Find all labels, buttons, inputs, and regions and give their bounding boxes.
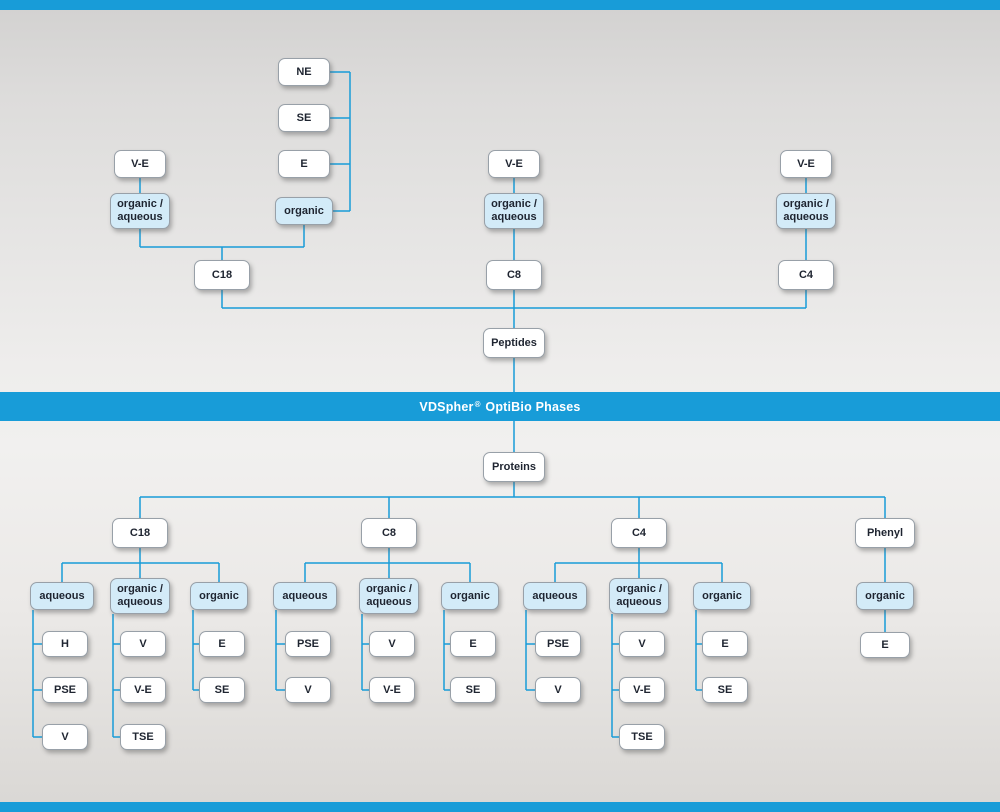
node-v2-c4: V	[619, 631, 665, 657]
node-se-c4: SE	[702, 677, 748, 703]
node-e-c18: E	[199, 631, 245, 657]
node-peptides: Peptides	[483, 328, 545, 358]
node-organic-c8: organic	[441, 582, 499, 610]
node-aqueous-c8: aqueous	[273, 582, 337, 610]
node-ve-left: V-E	[114, 150, 166, 178]
node-organic-phenyl: organic	[856, 582, 914, 610]
node-aqueous-c4: aqueous	[523, 582, 587, 610]
node-aqueous-c18: aqueous	[30, 582, 94, 610]
node-se: SE	[278, 104, 330, 132]
bottom-accent-strip	[0, 802, 1000, 812]
node-organic-aqueous-left: organic / aqueous	[110, 193, 170, 229]
top-accent-strip	[0, 0, 1000, 10]
banner-suffix: OptiBio Phases	[481, 399, 581, 414]
node-ve-c18: V-E	[120, 677, 166, 703]
node-organic-aqueous-c18: organic / aqueous	[110, 578, 170, 614]
registered-mark: ®	[474, 399, 481, 409]
node-organic-c18: organic	[190, 582, 248, 610]
node-v2-c18: V	[120, 631, 166, 657]
banner-title: VDSpher® OptiBio Phases	[419, 400, 580, 414]
connector-path	[32, 71, 886, 738]
node-organic-aqueous-c8: organic / aqueous	[359, 578, 419, 614]
node-pse-c18: PSE	[42, 677, 88, 703]
node-c18-top: C18	[194, 260, 250, 290]
node-organic-top: organic	[275, 197, 333, 225]
node-c18-bottom: C18	[112, 518, 168, 548]
node-c8-top: C8	[486, 260, 542, 290]
node-proteins: Proteins	[483, 452, 545, 482]
node-se-c18: SE	[199, 677, 245, 703]
node-organic-aqueous-right: organic / aqueous	[776, 193, 836, 229]
node-e-c4: E	[702, 631, 748, 657]
node-organic-aqueous-mid: organic / aqueous	[484, 193, 544, 229]
node-v-c18: V	[42, 724, 88, 750]
node-phenyl: Phenyl	[855, 518, 915, 548]
banner-brand: VDSpher	[419, 399, 474, 414]
node-tse-c4: TSE	[619, 724, 665, 750]
node-ve-c8: V-E	[369, 677, 415, 703]
node-c4-bottom: C4	[611, 518, 667, 548]
node-ve-right: V-E	[780, 150, 832, 178]
node-e-c8: E	[450, 631, 496, 657]
node-se-c8: SE	[450, 677, 496, 703]
node-c4-top: C4	[778, 260, 834, 290]
node-organic-c4: organic	[693, 582, 751, 610]
node-e-phenyl: E	[860, 632, 910, 658]
node-ve-mid: V-E	[488, 150, 540, 178]
node-e-top: E	[278, 150, 330, 178]
node-organic-aqueous-c4: organic / aqueous	[609, 578, 669, 614]
node-ne: NE	[278, 58, 330, 86]
node-c8-bottom: C8	[361, 518, 417, 548]
node-pse-c4: PSE	[535, 631, 581, 657]
banner: VDSpher® OptiBio Phases	[0, 392, 1000, 421]
node-v-c4: V	[535, 677, 581, 703]
node-pse-c8: PSE	[285, 631, 331, 657]
node-v2-c8: V	[369, 631, 415, 657]
node-ve-c4: V-E	[619, 677, 665, 703]
node-tse-c18: TSE	[120, 724, 166, 750]
node-v-c8: V	[285, 677, 331, 703]
node-h-c18: H	[42, 631, 88, 657]
